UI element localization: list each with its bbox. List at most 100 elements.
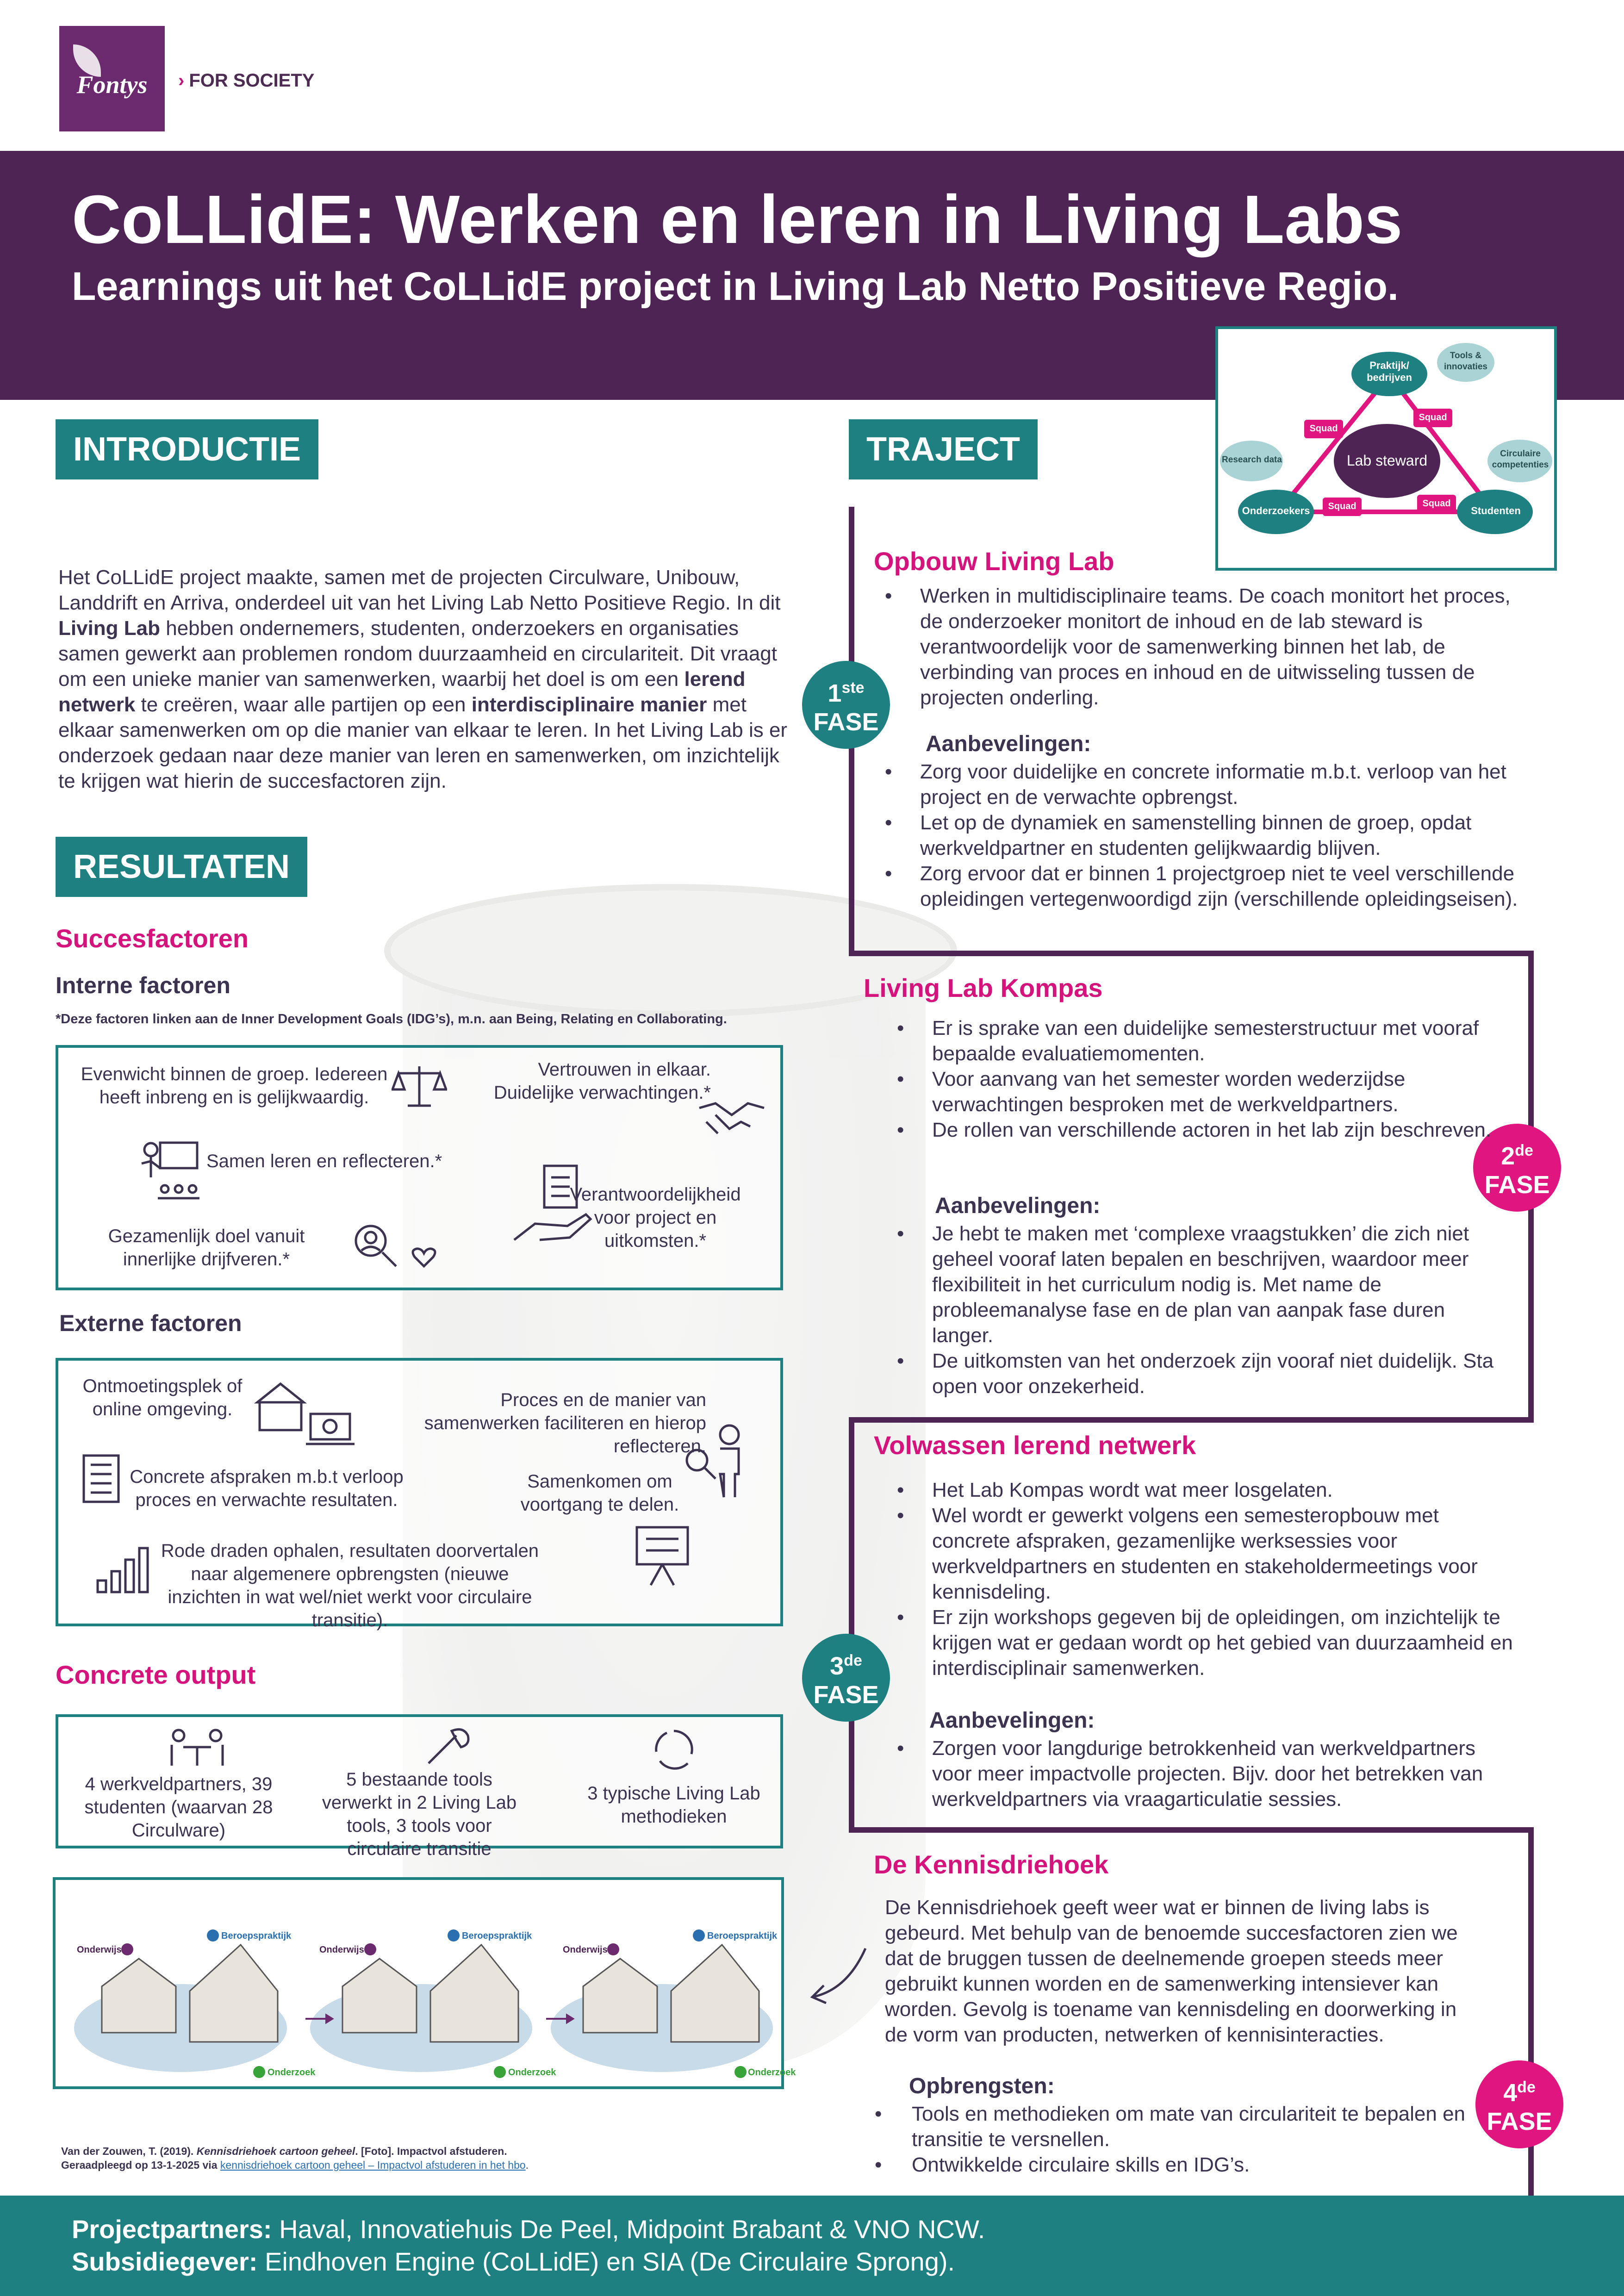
label-beroepspraktijk: Beroepspraktijk (462, 1931, 532, 1941)
output-item: 3 typische Living Lab methodieken (587, 1783, 760, 1827)
intern-item: Gezamenlijk doel vanuit innerlijke drijf… (108, 1226, 305, 1269)
list-item: Zorg voor duidelijke en concrete informa… (874, 759, 1522, 810)
page-title: CoLLidE: Werken en leren in Living Labs (72, 181, 1403, 258)
timeline-line (849, 1417, 854, 1833)
fontys-logo[interactable]: Fontys (59, 26, 165, 131)
bar-chart-icon (96, 1547, 149, 1593)
squad-label: Squad (1328, 501, 1356, 511)
output-heading: Concrete output (56, 1660, 256, 1689)
cloud-competenties: Circulaire competenties (1492, 449, 1549, 470)
person-magnifier-icon (685, 1424, 740, 1498)
lab-steward-diagram: Praktijk/ bedrijven Onderzoekers Student… (1215, 326, 1557, 571)
intern-item: Verantwoordelijkheid voor project en uit… (570, 1184, 741, 1251)
list-item: Je hebt te maken met ‘complexe vraagstuk… (886, 1221, 1501, 1348)
label-onderzoek: Onderzoek (268, 2067, 316, 2078)
intern-item: Vertrouwen in elkaar. Duidelijke verwach… (493, 1059, 711, 1103)
arrow-left-icon (810, 1948, 867, 2004)
list-item: Wel wordt er gewerkt volgens een semeste… (886, 1503, 1520, 1605)
traject-heading: TRAJECT (849, 419, 1038, 479)
phase-1-bullets: Werken in multidisciplinaire teams. De c… (874, 583, 1522, 710)
extern-item: Ontmoetingsplek of online omgeving. (82, 1376, 243, 1419)
citation-link[interactable]: kennisdriehoek cartoon geheel – Impactvo… (220, 2159, 526, 2171)
squad-label: Squad (1309, 423, 1338, 434)
citation: Van der Zouwen, T. (2019). Kennisdriehoe… (61, 2145, 529, 2171)
extern-heading: Externe factoren (59, 1310, 242, 1336)
handshake-icon (699, 1102, 765, 1134)
phase-2-title: Living Lab Kompas (864, 973, 1103, 1002)
extern-box: Ontmoetingsplek of online omgeving. Proc… (56, 1358, 783, 1630)
intern-heading: Interne factoren (56, 972, 230, 998)
extern-item: Rode draden ophalen, resultaten doorvert… (161, 1541, 539, 1630)
output-item: 4 werkveldpartners, 39 studenten (waarva… (84, 1774, 273, 1841)
list-item: Zorg ervoor dat er binnen 1 projectgroep… (874, 861, 1522, 912)
diagram-svg (1220, 343, 1552, 534)
list-item: Er zijn workshops gegeven bij de opleidi… (886, 1605, 1520, 1681)
intern-item: Samen leren en reflecteren.* (206, 1151, 442, 1171)
list-item: Er is sprake van een duidelijke semester… (886, 1015, 1515, 1066)
logo-text: Fontys (76, 71, 148, 99)
results-heading: RESULTATEN (56, 837, 307, 897)
output-item: 5 bestaande tools verwerkt in 2 Living L… (322, 1769, 517, 1859)
timeline-line (849, 951, 1534, 956)
label-onderwijs: Onderwijs (563, 1945, 608, 1955)
list-item: De uitkomsten van het onderzoek zijn voo… (886, 1348, 1501, 1399)
intro-text: Het CoLLidE project maakte, samen met de… (58, 566, 788, 792)
extern-item: Samenkomen om voortgang te delen. (520, 1471, 679, 1515)
phase-2-bullets: Er is sprake van een duidelijke semester… (886, 1015, 1515, 1143)
phase-3-rec-label: Aanbevelingen: (929, 1708, 1095, 1733)
footer-subsidy: Subsidiegever: Eindhoven Engine (CoLLidE… (72, 2247, 955, 2276)
squad-label: Squad (1422, 498, 1451, 509)
kennisdriehoek-cartoon: Onderwijs Beroepspraktijk Onderzoek Onde… (53, 1877, 796, 2089)
tagline-text: FOR SOCIETY (189, 70, 315, 91)
label-beroepspraktijk: Beroepspraktijk (221, 1931, 292, 1941)
phase-4-text: De Kennisdriehoek geeft weer wat er binn… (885, 1896, 1458, 2046)
cloud-research: Research data (1222, 455, 1282, 465)
phase-3-recs: Zorgen voor langdurige betrokkenheid van… (886, 1736, 1520, 1812)
tagline: ›FOR SOCIETY (178, 70, 314, 91)
extern-item: Proces en de manier van samenwerken faci… (424, 1390, 706, 1456)
node-lab-steward: Lab steward (1346, 452, 1428, 469)
label-onderzoek: Onderzoek (508, 2067, 556, 2078)
list-item: Ontwikkelde circulaire skills en IDG’s. (864, 2152, 1465, 2178)
building-computer-icon (254, 1382, 355, 1445)
extern-item: Concrete afspraken m.b.t verloop proces … (130, 1467, 404, 1510)
list-item: Het Lab Kompas wordt wat meer losgelaten… (886, 1477, 1520, 1503)
intern-box: Evenwicht binnen de groep. Iedereen heef… (56, 1045, 783, 1290)
teacher-icon (141, 1141, 199, 1200)
scales-icon (392, 1066, 447, 1107)
intern-item: Evenwicht binnen de groep. Iedereen heef… (81, 1064, 388, 1108)
node-onderzoekers: Onderzoekers (1242, 505, 1310, 516)
meeting-table-icon (170, 1729, 224, 1766)
chevron-right-icon: › (178, 70, 185, 91)
phase-4-recs: Tools en methodieken om mate van circula… (864, 2101, 1465, 2178)
cloud-tools: Tools & innovaties (1444, 351, 1487, 372)
succesfactoren-heading: Succesfactoren (56, 924, 249, 953)
node-studenten: Studenten (1471, 505, 1521, 516)
cartoon-illustration (74, 1929, 773, 2078)
label-onderzoek: Onderzoek (748, 2067, 796, 2078)
list-item: De rollen van verschillende actoren in h… (886, 1117, 1515, 1143)
list-item: Let op de dynamiek en samenstelling binn… (874, 810, 1522, 861)
squad-label: Squad (1419, 412, 1447, 423)
output-box: 4 werkveldpartners, 39 studenten (waarva… (56, 1714, 783, 1859)
phase-4-title: De Kennisdriehoek (874, 1850, 1109, 1879)
list-item: Zorgen voor langdurige betrokkenheid van… (886, 1736, 1520, 1812)
phase-1-title: Opbouw Living Lab (874, 547, 1114, 576)
phase-2-recs: Je hebt te maken met ‘complexe vraagstuk… (886, 1221, 1501, 1399)
page-subtitle: Learnings uit het CoLLidE project in Liv… (72, 264, 1399, 309)
label-beroepspraktijk: Beroepspraktijk (707, 1931, 778, 1941)
list-item: Werken in multidisciplinaire teams. De c… (874, 583, 1522, 710)
footer-banner (0, 2196, 1624, 2296)
cycle-arrows-icon (655, 1730, 693, 1770)
team-heart-icon (355, 1225, 436, 1268)
phase-3-title: Volwassen lerend netwerk (874, 1431, 1196, 1460)
clipboard-hand-icon (513, 1164, 592, 1241)
list-item: Voor aanvang van het semester worden wed… (886, 1066, 1515, 1117)
phase-2-rec-label: Aanbevelingen: (935, 1194, 1101, 1218)
presentation-board-icon (635, 1526, 689, 1586)
wrench-icon (428, 1728, 470, 1764)
timeline-line (849, 1417, 1534, 1423)
